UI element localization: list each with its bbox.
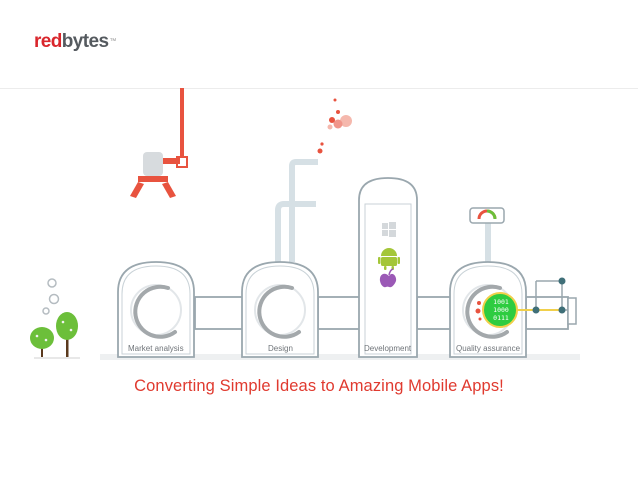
android-icon <box>378 248 400 270</box>
binary-line: 1001 <box>493 298 509 306</box>
stage-label-development: Development <box>364 344 412 353</box>
binary-line: 1000 <box>493 306 509 314</box>
stage-label-quality-assurance: Quality assurance <box>456 344 521 353</box>
stage-label-market-analysis: Market analysis <box>128 344 184 353</box>
tree-bubbles-icon <box>42 278 60 315</box>
development-machine <box>358 177 418 358</box>
trees-icon <box>30 312 80 359</box>
binary-code: 1001 1000 0111 <box>487 298 515 322</box>
chimney-pipe <box>289 159 318 262</box>
quality-assurance-machine <box>449 207 527 358</box>
site-header: redbytes™ <box>0 0 638 89</box>
market-analysis-machine <box>117 261 195 358</box>
chimney-pipe-2 <box>275 201 316 262</box>
tagline: Converting Simple Ideas to Amazing Mobil… <box>134 377 504 395</box>
qa-pipe-network <box>517 277 577 325</box>
trademark-mark: ™ <box>109 38 116 45</box>
stage-label-design: Design <box>268 344 293 353</box>
logo-text-gray: bytes <box>61 31 109 52</box>
process-machine-svg <box>30 88 580 360</box>
apple-icon <box>379 268 397 288</box>
binary-line: 0111 <box>493 314 509 322</box>
smoke-bubbles-icon <box>317 98 352 154</box>
windows-icon <box>382 222 396 237</box>
process-illustration: 1001 1000 0111 Market analysis Design De… <box>0 88 638 388</box>
design-machine <box>241 261 319 358</box>
logo-text-red: red <box>34 31 62 52</box>
ground-shadow <box>100 354 580 360</box>
robot-arm-icon <box>130 88 188 198</box>
redbytes-logo[interactable]: redbytes™ <box>34 30 116 54</box>
